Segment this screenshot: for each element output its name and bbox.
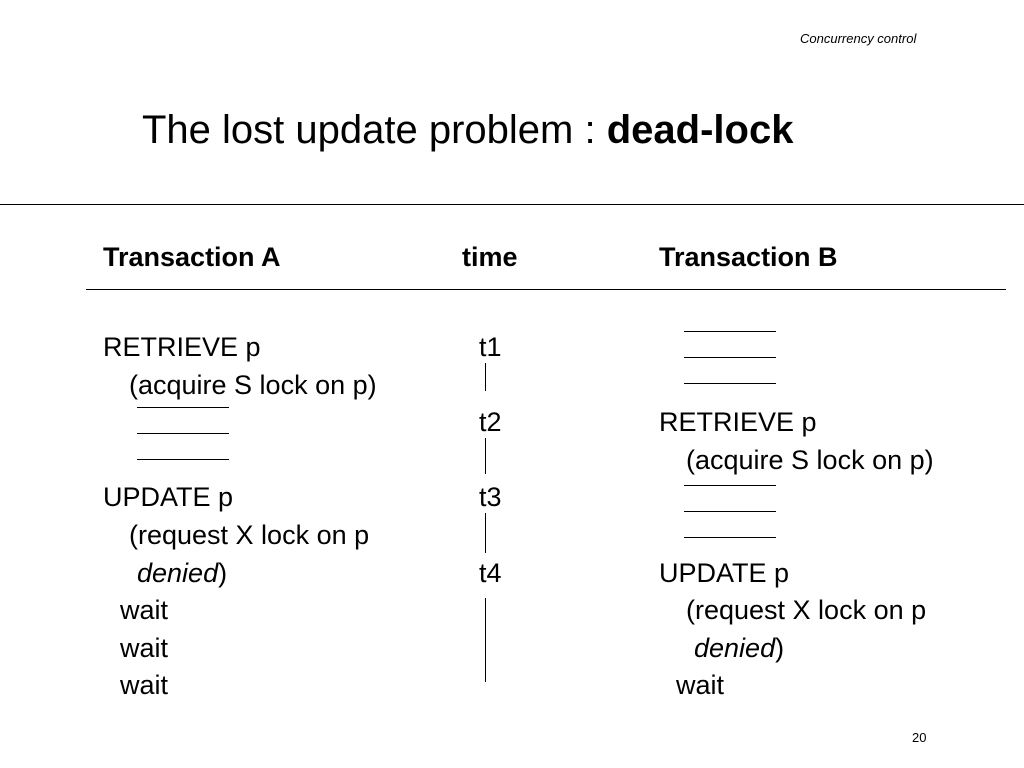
b-line-denied: denied) bbox=[694, 631, 784, 665]
time-t4: t4 bbox=[479, 558, 502, 588]
b-line-wait: wait bbox=[676, 670, 725, 700]
header-time: time bbox=[462, 242, 518, 272]
time-t3: t3 bbox=[479, 482, 502, 512]
b-idle-dash bbox=[684, 537, 776, 538]
title-text: The lost update problem : bbox=[142, 108, 607, 152]
a-idle-dash bbox=[137, 459, 229, 460]
b-denied-close: ) bbox=[775, 633, 785, 663]
header-divider bbox=[86, 289, 1006, 290]
title-divider bbox=[0, 204, 1024, 205]
slide-title: The lost update problem : dead-lock bbox=[142, 104, 793, 156]
a-line-acquire-lock: (acquire S lock on p) bbox=[129, 370, 377, 400]
a-line-update: UPDATE p bbox=[103, 482, 234, 512]
a-line-wait: wait bbox=[120, 595, 169, 625]
b-idle-dash bbox=[684, 331, 776, 332]
a-idle-dash bbox=[137, 433, 229, 434]
b-line-retrieve: RETRIEVE p bbox=[659, 407, 817, 437]
time-t1: t1 bbox=[479, 332, 502, 362]
header-transaction-a: Transaction A bbox=[103, 242, 281, 272]
a-denied-word: denied bbox=[137, 558, 219, 588]
a-denied-close: ) bbox=[218, 558, 228, 588]
header-transaction-b: Transaction B bbox=[659, 242, 838, 272]
a-idle-dash bbox=[137, 407, 229, 408]
timeline-bar bbox=[485, 598, 486, 682]
a-line-wait: wait bbox=[120, 670, 169, 700]
b-line-update: UPDATE p bbox=[659, 558, 790, 588]
b-line-request-lock: (request X lock on p bbox=[686, 595, 927, 625]
b-denied-word: denied bbox=[694, 633, 776, 663]
slide-topic: Concurrency control bbox=[800, 31, 917, 46]
timeline-bar bbox=[485, 363, 486, 391]
page-number: 20 bbox=[912, 730, 927, 745]
a-line-denied: denied) bbox=[137, 556, 227, 590]
b-idle-dash bbox=[684, 511, 776, 512]
a-line-request-lock: (request X lock on p bbox=[129, 520, 370, 550]
b-idle-dash bbox=[684, 485, 776, 486]
a-line-retrieve: RETRIEVE p bbox=[103, 332, 261, 362]
time-t2: t2 bbox=[479, 407, 502, 437]
timeline-bar bbox=[485, 513, 486, 553]
timeline-bar bbox=[485, 438, 486, 474]
b-idle-dash bbox=[684, 383, 776, 384]
b-line-acquire-lock: (acquire S lock on p) bbox=[686, 445, 934, 475]
title-emphasis: dead-lock bbox=[606, 108, 794, 152]
a-line-wait: wait bbox=[120, 633, 169, 663]
b-idle-dash bbox=[684, 357, 776, 358]
